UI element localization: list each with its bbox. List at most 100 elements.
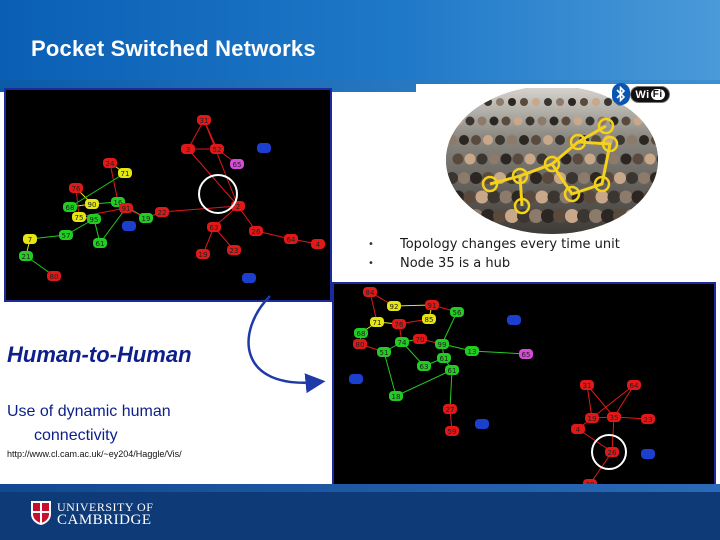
- graph-node: 35: [607, 412, 621, 422]
- graph-node-shape: [392, 319, 406, 329]
- graph-node: 19: [585, 413, 599, 423]
- crowd-person: [565, 209, 579, 223]
- graph-node: 68: [354, 328, 368, 338]
- graph-node: 26: [605, 447, 619, 457]
- graph-node-label: 7: [28, 236, 32, 244]
- graph-node-label: 76: [72, 185, 81, 193]
- graph-node-label: 26: [252, 228, 261, 236]
- graph-node-shape: [450, 307, 464, 317]
- graph-node: 52: [210, 144, 224, 154]
- crowd-person: [547, 190, 561, 204]
- crowd-person: [477, 116, 487, 126]
- graph-node: 64: [627, 380, 641, 390]
- crowd-photo-svg: [446, 86, 658, 234]
- source-url: http://www.cl.cam.ac.uk/~ey204/Haggle/Vi…: [7, 449, 182, 459]
- graph-edges: [25, 119, 319, 277]
- crowd-person: [488, 153, 500, 165]
- graph-node-label: 61: [448, 367, 457, 375]
- graph-node-label: 22: [158, 209, 167, 217]
- graph-node: 80: [353, 339, 367, 349]
- crowd-person: [572, 153, 584, 165]
- graph-node-shape: [87, 214, 101, 224]
- bullet-item: •Node 35 is a hub: [368, 256, 511, 271]
- crowd-person: [633, 116, 643, 126]
- crowd-person: [607, 190, 621, 204]
- crowd-person: [638, 172, 650, 184]
- graph-node-label: 63: [420, 363, 429, 371]
- crowd-person: [501, 116, 511, 126]
- crowd-photo: [446, 86, 658, 234]
- graph-node-blue: [242, 273, 256, 283]
- graph-edge: [586, 384, 593, 419]
- graph-node: 3: [181, 144, 195, 154]
- crowd-person: [519, 135, 529, 145]
- crowd-person: [471, 135, 481, 145]
- hub-highlight-circle: [198, 174, 238, 214]
- transition-arrow: [247, 295, 326, 394]
- graph-node-label: 74: [398, 339, 407, 347]
- graph-node-label: 75: [75, 214, 84, 222]
- graph-node-label: 4: [316, 241, 321, 249]
- graph-node-shape: [63, 202, 77, 212]
- graph-node-blue: [475, 419, 489, 429]
- graph-node-shape: [181, 144, 195, 154]
- graph-node-label: 2: [236, 203, 240, 211]
- graph-node-shape: [445, 365, 459, 375]
- photo-top-bar: [432, 84, 712, 88]
- cambridge-crest-icon: [31, 501, 51, 525]
- graph-node-shape: [580, 380, 594, 390]
- graph-node-label: 80: [50, 273, 59, 281]
- crowd-person: [542, 172, 554, 184]
- graph-node-shape: [119, 203, 133, 213]
- graph-node-shape: [417, 361, 431, 371]
- graph-node-label: 31: [583, 382, 592, 390]
- graph-node-label: 4: [576, 426, 581, 434]
- crowd-person: [644, 153, 656, 165]
- graph-node-shape: [605, 447, 619, 457]
- graph-node-shape: [437, 353, 451, 363]
- graph-node-label: 26: [608, 449, 617, 457]
- graph-node-label: 19: [142, 215, 151, 223]
- crowd-person: [543, 135, 553, 145]
- crowd-person: [592, 98, 600, 106]
- bullet-list: •Topology changes every time unit •Node …: [368, 235, 620, 273]
- graph-node-label: 27: [446, 406, 455, 414]
- graph-node-label: 90: [88, 201, 97, 209]
- graph-node-shape: [139, 213, 153, 223]
- crowd-person: [465, 116, 475, 126]
- phone-links: [489, 124, 612, 207]
- graph-node-shape: [370, 317, 384, 327]
- crowd-person: [476, 153, 488, 165]
- footer-band: [0, 484, 720, 492]
- wifi-logo-wi: Wi: [635, 88, 650, 101]
- graph-node: 19: [139, 213, 153, 223]
- graph-node: 21: [19, 251, 33, 261]
- bullet-item: •Topology changes every time unit: [368, 237, 620, 252]
- crowd-person: [523, 190, 537, 204]
- graph-node: 74: [395, 337, 409, 347]
- graph-edge: [395, 369, 453, 397]
- graph-node-label: 18: [392, 393, 401, 401]
- graph-node-label: 84: [366, 289, 375, 297]
- graph-edge: [586, 384, 615, 418]
- graph-node-label: 80: [356, 341, 365, 349]
- crowd-person: [496, 98, 504, 106]
- crowd-person: [639, 135, 649, 145]
- crowd-person: [584, 153, 596, 165]
- graph-node: 65: [519, 349, 533, 359]
- graph-node: 84: [363, 287, 377, 297]
- crowd-person: [619, 190, 633, 204]
- graph-edge: [161, 205, 239, 213]
- crowd-person: [626, 172, 638, 184]
- graph-node: 24: [103, 158, 117, 168]
- graph-node: 61: [437, 353, 451, 363]
- bullet-text: Node 35 is a hub: [400, 256, 511, 271]
- crowd-person: [541, 209, 555, 223]
- graph-node: 99: [435, 339, 449, 349]
- crowd-person: [530, 172, 542, 184]
- graph-edge: [109, 162, 119, 203]
- graph-node-label: 61: [96, 240, 105, 248]
- graph-node-shape: [389, 391, 403, 401]
- graph-node: 80: [47, 271, 61, 281]
- graph-node-shape: [72, 212, 86, 222]
